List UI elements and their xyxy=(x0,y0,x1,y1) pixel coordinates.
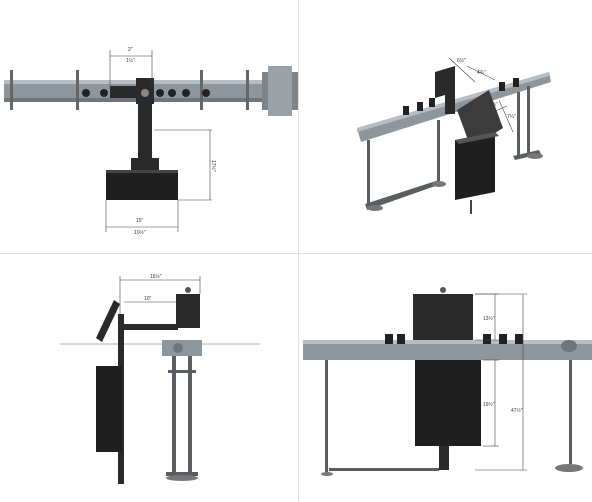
rear-head-box xyxy=(413,294,473,340)
side-view-drawing: 15½" 10" xyxy=(60,273,260,484)
iso-container xyxy=(499,82,505,91)
iso-container xyxy=(429,98,435,107)
iso-dim-2: 4¾" xyxy=(477,70,486,76)
side-applicator-box xyxy=(96,366,122,452)
iso-container xyxy=(513,78,519,87)
applicator-box-top xyxy=(106,170,178,173)
container xyxy=(202,89,210,97)
rear-rail-motor xyxy=(561,340,577,352)
side-rail-roller xyxy=(173,343,183,353)
rail-bracket xyxy=(200,70,203,110)
iso-dim-1: 6½" xyxy=(457,57,466,64)
container xyxy=(82,89,90,97)
side-stand xyxy=(166,356,198,476)
rail-bracket xyxy=(10,70,13,110)
pivot-knob xyxy=(141,89,149,97)
iso-applicator-box xyxy=(455,132,495,200)
side-view-panel: 15½" 10" xyxy=(0,254,298,502)
vertical-post xyxy=(138,104,152,162)
front-view-panel: 2" 1½" 17½" 15" 10½" xyxy=(0,0,298,253)
isometric-view-drawing: 6½" 4¾" 7¼" 3½" xyxy=(357,57,551,214)
rear-view-panel: 13½" 19½" 47½" xyxy=(299,254,592,502)
rear-foot xyxy=(321,472,333,476)
rear-nozzle xyxy=(439,446,449,470)
iso-applicator-top xyxy=(455,132,499,144)
isometric-view-panel: 6½" 4¾" 7¼" 3½" xyxy=(299,0,592,253)
iso-dim-3: 7¼" xyxy=(507,114,516,120)
rear-view-drawing: 13½" 19½" 47½" xyxy=(303,287,592,476)
side-head-knob xyxy=(185,287,191,293)
iso-container xyxy=(417,102,423,111)
front-dimension-lines xyxy=(105,50,212,232)
side-head-box xyxy=(176,294,200,328)
side-tilted-plate xyxy=(96,300,120,342)
iso-dim-4: 3½" xyxy=(489,101,498,108)
container xyxy=(182,89,190,97)
rear-applicator-box xyxy=(415,360,481,446)
rail-bracket xyxy=(76,70,79,110)
rear-containers xyxy=(385,334,523,344)
rear-dim-overall-height: 47½" xyxy=(511,407,523,414)
iso-post xyxy=(445,90,455,114)
iso-foot xyxy=(432,181,446,187)
iso-dimension-lines xyxy=(448,57,514,133)
horizontal-divider xyxy=(0,253,592,254)
side-arm xyxy=(122,324,178,330)
rear-conveyor-rail xyxy=(303,340,592,360)
dim-top-width-a: 2" xyxy=(128,47,133,53)
container xyxy=(168,89,176,97)
side-foot xyxy=(166,475,198,481)
dim-height: 17½" xyxy=(210,160,217,172)
rail-bracket xyxy=(246,70,249,110)
rear-foot xyxy=(555,464,583,472)
dim-base-width-b: 10½" xyxy=(134,229,146,236)
front-view-drawing: 2" 1½" 17½" 15" 10½" xyxy=(4,47,298,236)
side-dim-overall-width: 15½" xyxy=(150,273,162,280)
rear-stand xyxy=(325,360,572,474)
iso-container xyxy=(403,106,409,115)
iso-stand xyxy=(365,86,541,210)
dim-top-width-b: 1½" xyxy=(126,57,135,64)
applicator-box xyxy=(106,170,178,200)
rear-dimension-lines xyxy=(475,293,527,471)
container xyxy=(100,89,108,97)
side-dim-arm-length: 10" xyxy=(144,296,152,302)
post-foot xyxy=(131,158,159,170)
rear-dim-lower-height: 19½" xyxy=(483,401,495,408)
side-dimension-lines xyxy=(119,276,201,314)
iso-foot xyxy=(367,205,383,211)
rear-dim-upper-height: 13½" xyxy=(483,315,495,322)
vertical-divider xyxy=(298,0,299,502)
rear-head-knob xyxy=(440,287,446,293)
container xyxy=(156,89,164,97)
dim-base-width-a: 15" xyxy=(136,218,144,224)
iso-foot xyxy=(527,153,543,159)
rear-rail-highlight xyxy=(303,340,592,344)
rail-end-cap xyxy=(268,66,292,116)
mount-bracket xyxy=(110,86,138,98)
